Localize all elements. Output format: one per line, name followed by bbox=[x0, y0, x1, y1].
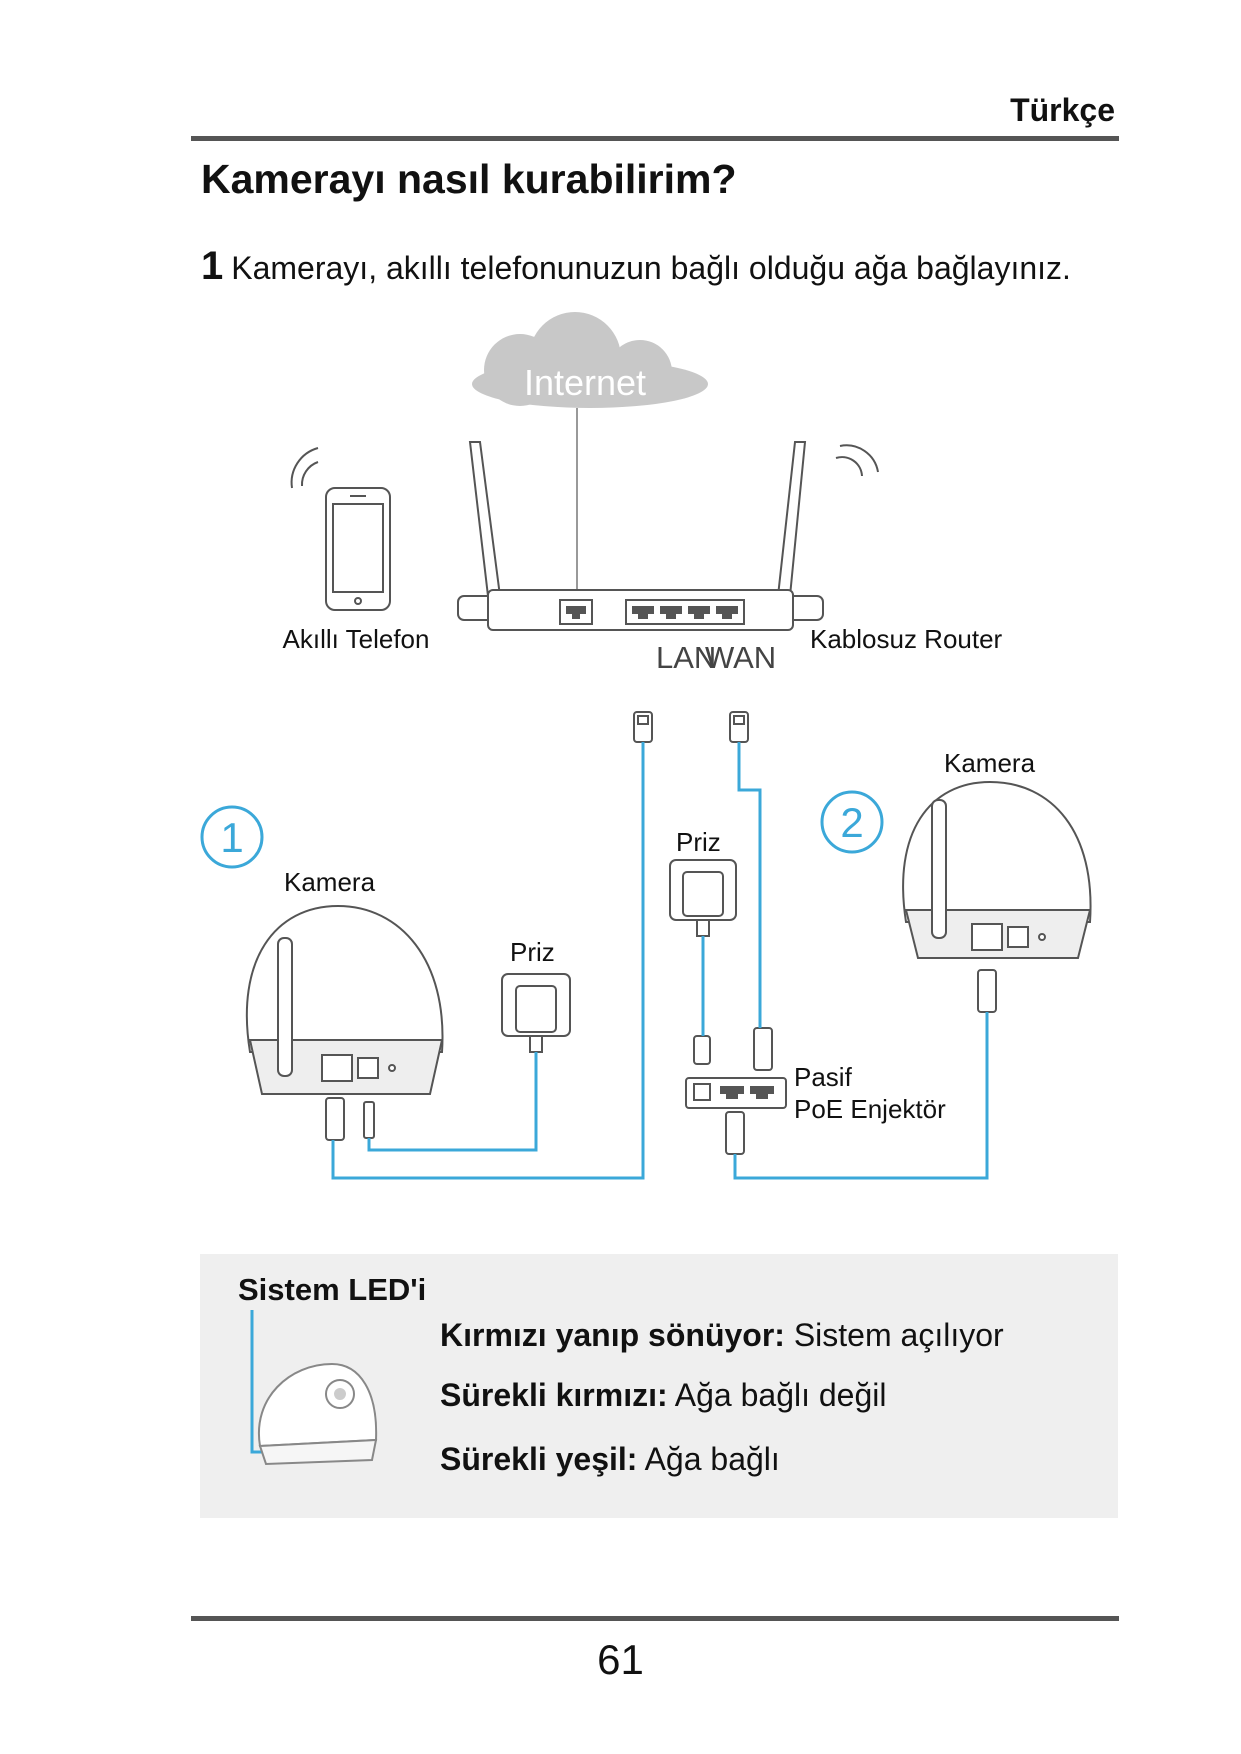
option-2-number: 2 bbox=[840, 799, 863, 846]
camera-1-icon bbox=[245, 904, 444, 1095]
led-item-2-label: Sürekli kırmızı: bbox=[440, 1377, 668, 1413]
page-number: 61 bbox=[597, 1636, 644, 1683]
led-item-3: Sürekli yeşil: Ağa bağlı bbox=[440, 1441, 780, 1478]
camera-1-label: Kamera bbox=[284, 867, 376, 897]
option-1-number: 1 bbox=[220, 814, 243, 861]
poe-injector-icon bbox=[685, 1027, 787, 1155]
lan-label: LAN bbox=[656, 640, 716, 675]
camera-1-plugs-icon bbox=[325, 1097, 375, 1141]
router-icon bbox=[457, 441, 879, 631]
ethernet-plug-icon bbox=[633, 711, 749, 743]
outlet-2-label: Priz bbox=[676, 827, 721, 857]
led-item-3-text: Ağa bağlı bbox=[637, 1441, 780, 1477]
power-outlet-2-icon bbox=[669, 859, 737, 1065]
led-item-2-text: Ağa bağlı değil bbox=[667, 1377, 887, 1413]
internet-cloud bbox=[472, 312, 708, 408]
led-item-3-label: Sürekli yeşil: bbox=[440, 1441, 638, 1477]
camera-2-icon bbox=[902, 780, 1092, 1013]
power-outlet-1-icon bbox=[501, 973, 571, 1053]
outlet-1-label: Priz bbox=[510, 937, 555, 967]
footer-rule bbox=[191, 1616, 1119, 1621]
led-title: Sistem LED'i bbox=[238, 1272, 427, 1307]
camera-2-label: Kamera bbox=[944, 748, 1036, 778]
step-number: 1 bbox=[201, 244, 224, 288]
led-item-1-text: Sistem açılıyor bbox=[784, 1317, 1004, 1353]
led-item-1-label: Kırmızı yanıp sönüyor: bbox=[440, 1317, 785, 1353]
poe-label-line-1: Pasif bbox=[794, 1062, 853, 1092]
option-1-circle bbox=[200, 805, 264, 869]
led-item-1: Kırmızı yanıp sönüyor: Sistem açılıyor bbox=[440, 1317, 1004, 1354]
page-title: Kamerayı nasıl kurabilirim? bbox=[201, 156, 737, 202]
led-item-2: Sürekli kırmızı: Ağa bağlı değil bbox=[440, 1377, 886, 1414]
wan-label: WAN bbox=[705, 640, 776, 675]
smartphone-label: Akıllı Telefon bbox=[283, 624, 430, 654]
step-text: Kamerayı, akıllı telefonunuzun bağlı old… bbox=[231, 250, 1071, 286]
camera-led-icon bbox=[250, 1310, 378, 1466]
header-rule bbox=[191, 136, 1119, 141]
language-label: Türkçe bbox=[1010, 92, 1115, 128]
poe-label-line-2: PoE Enjektör bbox=[794, 1094, 946, 1124]
smartphone-icon bbox=[290, 447, 391, 611]
cables bbox=[331, 742, 989, 1180]
option-2-circle bbox=[820, 790, 884, 854]
router-label: Kablosuz Router bbox=[810, 624, 1003, 654]
internet-label: Internet bbox=[524, 362, 646, 403]
network-diagram: Internet Akıllı Telefon LAN WAN Kablosuz… bbox=[200, 312, 1092, 1180]
